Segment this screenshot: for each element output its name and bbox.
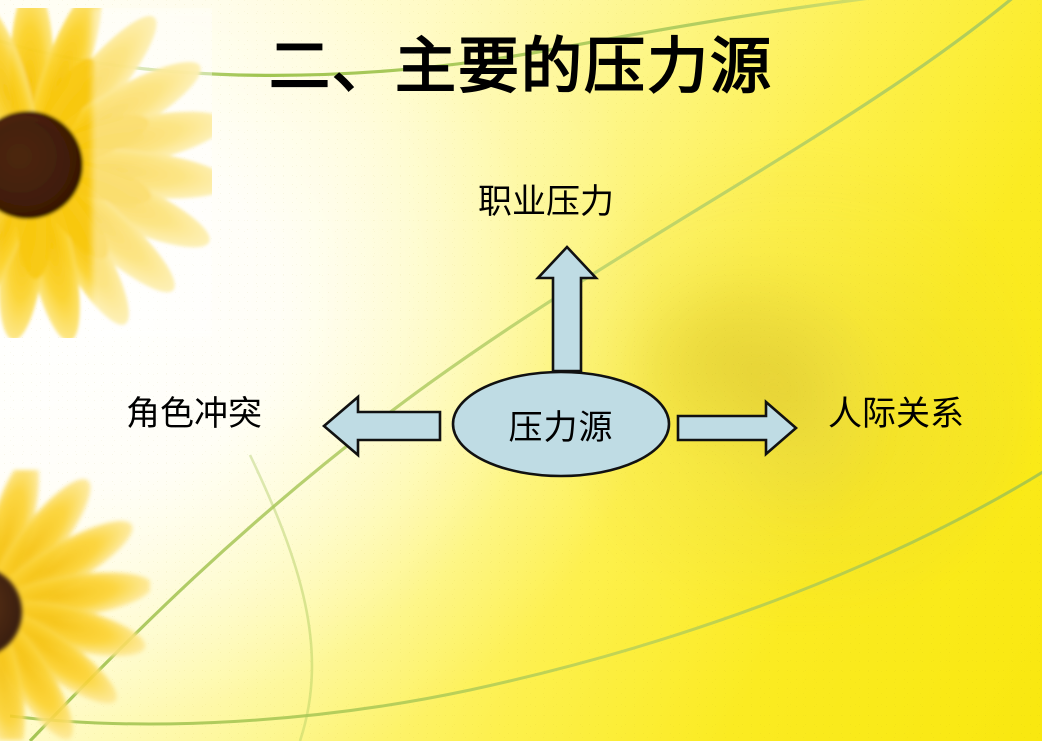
branch-label-occupational-stress: 职业压力: [478, 184, 614, 221]
branch-label-interpersonal-relations: 人际关系: [828, 396, 964, 433]
center-node-stressor: 压力源: [450, 369, 672, 479]
slide-edge-bottom: [0, 741, 1054, 751]
branch-label-role-conflict: 角色冲突: [126, 396, 262, 433]
center-node-label: 压力源: [508, 409, 614, 447]
ellipse-shape: [451, 370, 671, 478]
page-title: 二、主要的压力源: [268, 34, 773, 101]
slide-edge-right: [1042, 0, 1054, 751]
